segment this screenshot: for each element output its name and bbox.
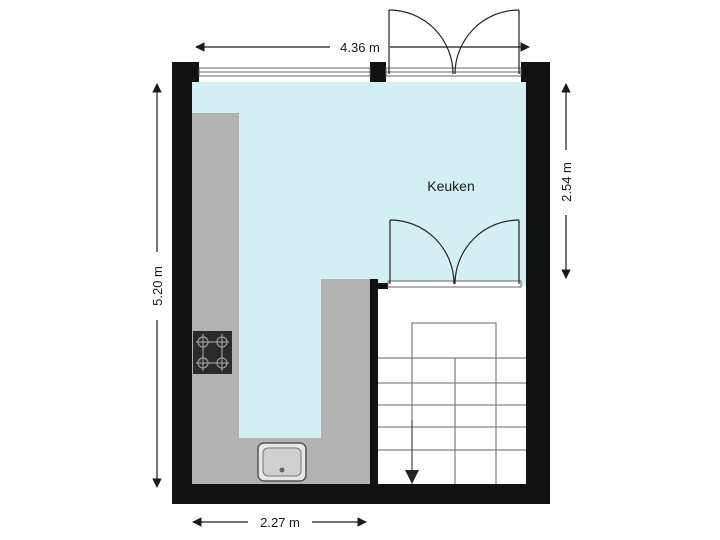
room-label: Keuken [427, 178, 474, 194]
staircase [378, 322, 526, 484]
kitchen-counter [192, 113, 370, 484]
dimension-bottom: 2.27 m [192, 515, 367, 530]
door-stairs [387, 219, 522, 288]
walls [172, 62, 550, 504]
dimension-top-label: 4.36 m [340, 40, 380, 55]
window-top-left [198, 67, 371, 77]
stove-icon [193, 331, 232, 374]
sink-icon [257, 442, 307, 482]
door-top [388, 9, 520, 75]
dimension-right-label: 2.54 m [559, 162, 574, 202]
stair-floor [378, 286, 526, 484]
dimension-left: 5.20 m [150, 83, 165, 488]
dimension-bottom-label: 2.27 m [260, 515, 300, 530]
dimension-right: 2.54 m [559, 83, 574, 279]
dimension-left-label: 5.20 m [150, 266, 165, 306]
dimension-top: 4.36 m [195, 40, 530, 55]
